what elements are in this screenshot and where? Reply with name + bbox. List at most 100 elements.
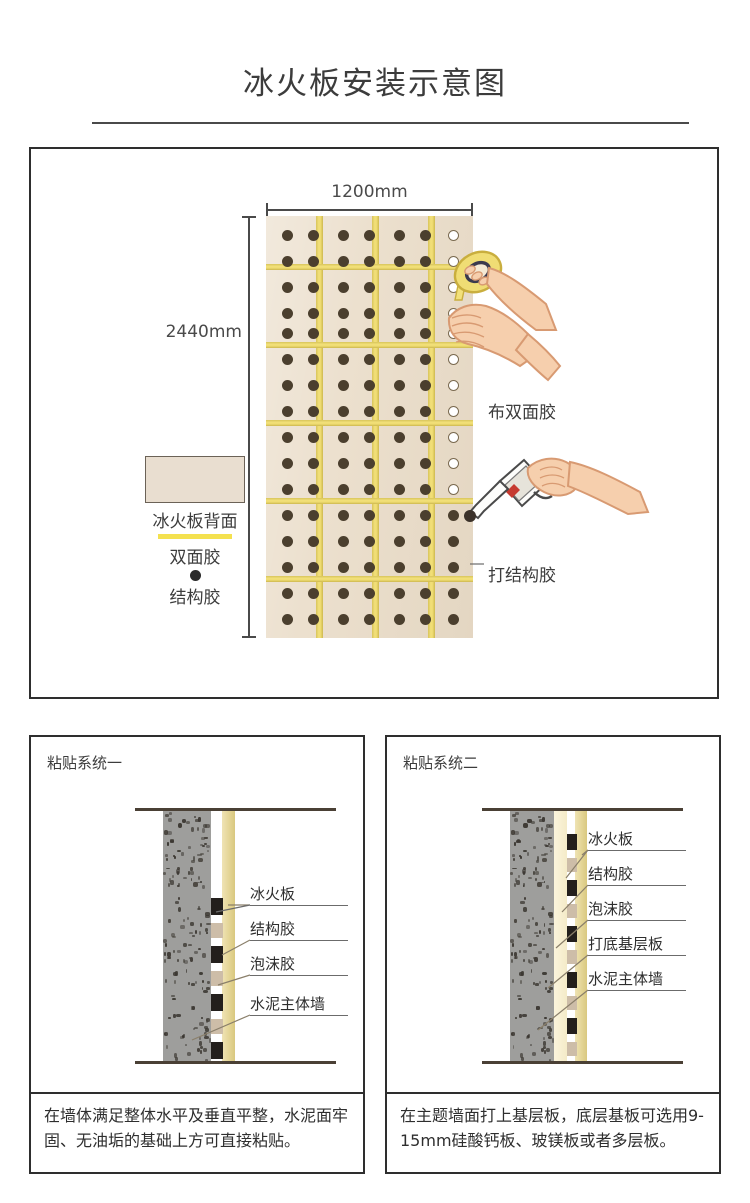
concrete-speckle bbox=[519, 856, 522, 859]
concrete-speckle bbox=[194, 929, 197, 935]
concrete-speckle bbox=[534, 867, 538, 871]
adhesive-dot bbox=[420, 588, 431, 599]
concrete-speckle bbox=[546, 824, 551, 829]
concrete-speckle bbox=[183, 942, 187, 947]
concrete-speckle bbox=[543, 1021, 548, 1026]
adhesive-dot bbox=[282, 536, 293, 547]
system-one-foam-glue-block bbox=[211, 971, 223, 986]
legend-label-board: 冰火板背面 bbox=[152, 512, 238, 532]
concrete-speckle bbox=[528, 1033, 531, 1038]
adhesive-dot bbox=[338, 308, 349, 319]
width-dimension-label: 1200mm bbox=[331, 182, 408, 202]
concrete-speckle bbox=[545, 986, 548, 991]
concrete-speckle bbox=[543, 1045, 547, 1050]
concrete-speckle bbox=[546, 1048, 551, 1053]
concrete-speckle bbox=[512, 942, 514, 948]
system-one-underline-concrete-wall bbox=[250, 1015, 348, 1017]
concrete-speckle bbox=[540, 907, 546, 910]
concrete-speckle bbox=[542, 1037, 545, 1040]
adhesive-dot-pending bbox=[448, 484, 459, 495]
concrete-speckle bbox=[537, 816, 541, 818]
concrete-speckle bbox=[514, 1017, 518, 1019]
concrete-speckle bbox=[204, 836, 209, 839]
concrete-speckle bbox=[193, 951, 198, 955]
concrete-speckle bbox=[541, 881, 545, 884]
concrete-speckle bbox=[165, 854, 169, 857]
adhesive-dot bbox=[394, 432, 405, 443]
concrete-speckle bbox=[168, 877, 171, 882]
concrete-speckle bbox=[198, 905, 200, 910]
concrete-speckle bbox=[537, 951, 543, 955]
system-two-underline-concrete-wall bbox=[588, 990, 686, 992]
system-two-foam-glue-block bbox=[567, 996, 577, 1010]
concrete-speckle bbox=[203, 989, 209, 994]
height-dimension-label: 2440mm bbox=[165, 322, 242, 342]
concrete-speckle bbox=[523, 822, 528, 828]
system-one-foam-glue-block bbox=[211, 1019, 223, 1034]
adhesive-dot bbox=[338, 458, 349, 469]
concrete-speckle bbox=[164, 1033, 166, 1036]
adhesive-dot bbox=[338, 510, 349, 521]
concrete-speckle bbox=[548, 912, 553, 916]
concrete-speckle bbox=[182, 958, 185, 963]
adhesive-dot bbox=[282, 354, 293, 365]
tape-strip-horizontal bbox=[266, 342, 473, 348]
concrete-speckle bbox=[543, 852, 548, 856]
adhesive-dot bbox=[308, 614, 319, 625]
adhesive-dot bbox=[394, 230, 405, 241]
concrete-speckle bbox=[199, 1041, 202, 1047]
concrete-speckle bbox=[197, 881, 201, 884]
concrete-speckle bbox=[181, 818, 187, 824]
concrete-speckle bbox=[540, 827, 544, 831]
concrete-speckle bbox=[543, 1041, 546, 1047]
adhesive-dot bbox=[338, 614, 349, 625]
concrete-speckle bbox=[522, 849, 527, 852]
adhesive-dot bbox=[282, 230, 293, 241]
concrete-speckle bbox=[176, 869, 181, 875]
system-two-underline-structural-glue bbox=[588, 885, 686, 887]
concrete-speckle bbox=[202, 884, 206, 890]
concrete-speckle bbox=[547, 1036, 553, 1040]
adhesive-dot bbox=[364, 458, 375, 469]
concrete-speckle bbox=[549, 931, 551, 934]
concrete-speckle bbox=[193, 816, 197, 818]
adhesive-dot bbox=[448, 562, 459, 573]
adhesive-dot bbox=[338, 230, 349, 241]
concrete-speckle bbox=[515, 877, 518, 882]
concrete-speckle bbox=[548, 1059, 552, 1062]
concrete-speckle bbox=[187, 943, 192, 946]
concrete-speckle bbox=[167, 818, 172, 822]
adhesive-dot bbox=[394, 308, 405, 319]
concrete-speckle bbox=[520, 1057, 524, 1061]
concrete-speckle bbox=[519, 855, 522, 858]
adhesive-dot bbox=[338, 406, 349, 417]
adhesive-dot bbox=[364, 308, 375, 319]
concrete-speckle bbox=[510, 871, 513, 875]
adhesive-dot bbox=[308, 536, 319, 547]
concrete-speckle bbox=[176, 849, 182, 852]
concrete-speckle bbox=[542, 971, 547, 976]
adhesive-dot bbox=[364, 354, 375, 365]
concrete-speckle bbox=[543, 881, 546, 884]
concrete-speckle bbox=[182, 918, 186, 922]
concrete-speckle bbox=[550, 980, 554, 984]
concrete-speckle bbox=[543, 1050, 546, 1054]
system-two-foam-glue-block bbox=[567, 1042, 577, 1056]
concrete-speckle bbox=[190, 867, 193, 871]
concrete-speckle bbox=[177, 885, 179, 888]
concrete-speckle bbox=[548, 823, 553, 828]
concrete-speckle bbox=[181, 851, 184, 856]
concrete-speckle bbox=[194, 1026, 199, 1030]
adhesive-dot bbox=[282, 458, 293, 469]
concrete-speckle bbox=[201, 979, 204, 983]
adhesive-dot-pending bbox=[448, 328, 459, 339]
system-two-structural-glue-block bbox=[567, 972, 577, 988]
concrete-speckle bbox=[205, 986, 210, 990]
concrete-speckle bbox=[535, 827, 539, 832]
system-one-label-concrete-wall: 水泥主体墙 bbox=[250, 995, 326, 1013]
adhesive-dot bbox=[308, 308, 319, 319]
adhesive-dot bbox=[394, 256, 405, 267]
adhesive-dot bbox=[364, 328, 375, 339]
tape-strip-horizontal bbox=[266, 420, 473, 426]
adhesive-dot bbox=[308, 588, 319, 599]
